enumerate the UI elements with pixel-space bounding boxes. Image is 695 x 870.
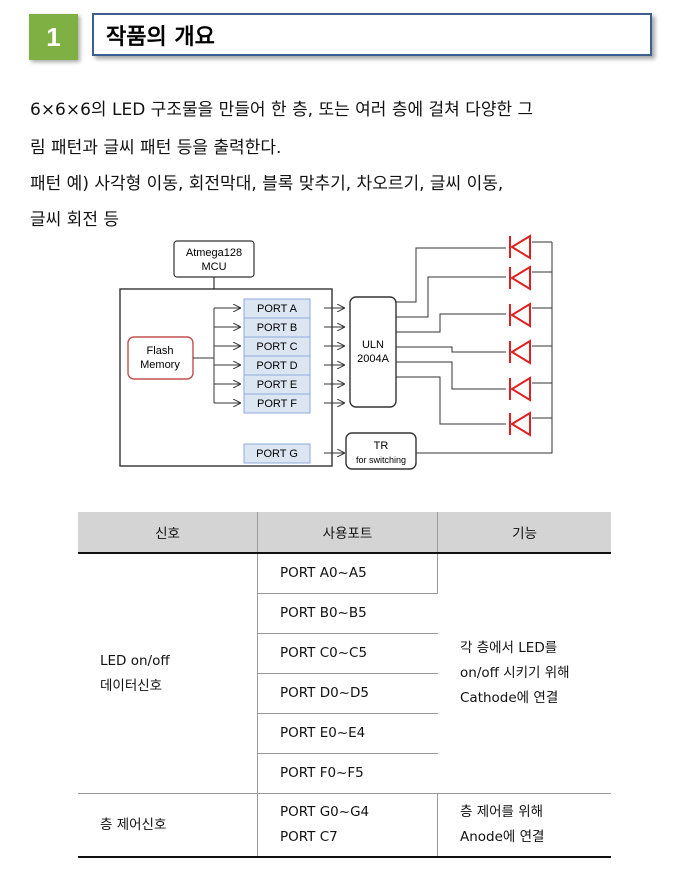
mcu-label-1: Atmega128	[186, 247, 242, 259]
function-led-line-1: 각 층에서 LED를	[460, 640, 558, 656]
table-row: PORT D0~D5	[78, 673, 611, 714]
section-title-text: 작품의 개요	[106, 24, 215, 50]
cell-port-e: PORT E0~E4	[257, 713, 438, 754]
cell-signal-layer: 층 제어신호	[78, 793, 258, 858]
mcu-label-2: MCU	[201, 261, 226, 273]
led-6-icon	[509, 411, 531, 437]
flash-label-2: Memory	[140, 359, 180, 371]
table-row: LED on/off 데이터신호 PORT A0~A5 각 층에서 LED를 o…	[78, 553, 611, 794]
table-row: 층 제어신호 PORT G0~G4 PORT C7 층 제어를 위해 Anode…	[78, 793, 611, 858]
table-row: PORT E0~E4	[78, 713, 611, 754]
port-c-label: PORT C	[256, 341, 297, 353]
cell-port-g: PORT G0~G4 PORT C7	[257, 793, 438, 858]
cell-signal-led: LED on/off 데이터신호	[78, 553, 258, 794]
led-2-icon	[509, 265, 531, 291]
tr-label-1: TR	[374, 440, 389, 452]
led-3-icon	[509, 302, 531, 328]
flash-memory-box	[127, 336, 194, 380]
uln-label-1: ULN	[362, 339, 384, 351]
table-header-row: 신호 사용포트 기능	[78, 512, 611, 554]
port-e-label: PORT E	[257, 379, 298, 391]
header-signal: 신호	[78, 512, 258, 554]
signal-led-line-1: LED on/off	[100, 652, 170, 669]
tr-switch-box	[345, 432, 417, 470]
cell-function-layer: 층 제어를 위해 Anode에 연결	[437, 793, 611, 858]
tr-label-2: for switching	[356, 455, 406, 465]
led-1-icon	[509, 234, 531, 260]
uln-driver-box	[349, 296, 397, 408]
cell-port-f: PORT F0~F5	[257, 753, 438, 794]
cell-function-led: 각 층에서 LED를 on/off 시키기 위해 Cathode에 연결	[437, 553, 611, 794]
cell-port-c: PORT C0~C5	[257, 633, 438, 674]
port-g-line-1: PORT G0~G4	[280, 804, 370, 820]
cell-port-a: PORT A0~A5	[257, 553, 438, 594]
signal-led-line-2: 데이터신호	[100, 677, 163, 694]
led-4-icon	[509, 339, 531, 365]
table-row: PORT B0~B5	[78, 593, 611, 634]
body-line-2: 림 패턴과 글씨 패턴 등을 출력한다.	[30, 138, 282, 158]
section-number: 1	[29, 14, 78, 60]
cell-port-b: PORT B0~B5	[257, 593, 438, 634]
port-group: PORT A PORT B PORT C PORT D PORT E PORT …	[243, 298, 311, 414]
uln-label-2: 2004A	[357, 353, 389, 365]
table-row: PORT C0~C5	[78, 633, 611, 674]
function-layer-line-1: 층 제어를 위해	[460, 804, 544, 820]
port-g-line-2: PORT C7	[280, 829, 338, 845]
section-title: 작품의 개요	[92, 13, 652, 56]
function-layer-line-2: Anode에 연결	[460, 829, 545, 845]
port-a-label: PORT A	[257, 303, 298, 315]
header-port: 사용포트	[257, 512, 438, 554]
block-diagram: Atmega128 MCU Flash Memory PORT A PORT B…	[119, 234, 553, 470]
led-5-icon	[509, 376, 531, 402]
function-led-line-3: Cathode에 연결	[460, 690, 559, 706]
port-f-label: PORT F	[257, 398, 297, 410]
body-line-1: 6×6×6의 LED 구조물을 만들어 한 층, 또는 여러 층에 걸쳐 다양한…	[30, 100, 534, 120]
port-b-label: PORT B	[257, 322, 298, 334]
signal-table: 신호 사용포트 기능 LED on/off 데이터신호 PORT A0~A5 각…	[78, 512, 611, 858]
header-function: 기능	[437, 512, 611, 554]
table-row: PORT F0~F5	[78, 753, 611, 794]
port-f-box	[243, 393, 311, 414]
body-line-4: 글씨 회전 등	[30, 210, 120, 230]
cell-port-d: PORT D0~D5	[257, 673, 438, 714]
function-led-line-2: on/off 시키기 위해	[460, 665, 570, 681]
port-g-label: PORT G	[256, 448, 298, 460]
port-g-box	[243, 443, 311, 464]
port-d-label: PORT D	[256, 360, 297, 372]
body-line-3: 패턴 예) 사각형 이동, 회전막대, 블록 맞추기, 차오르기, 글씨 이동,	[30, 174, 504, 194]
mcu-body	[119, 288, 333, 467]
flash-label-1: Flash	[147, 345, 174, 357]
led-column	[509, 234, 531, 437]
